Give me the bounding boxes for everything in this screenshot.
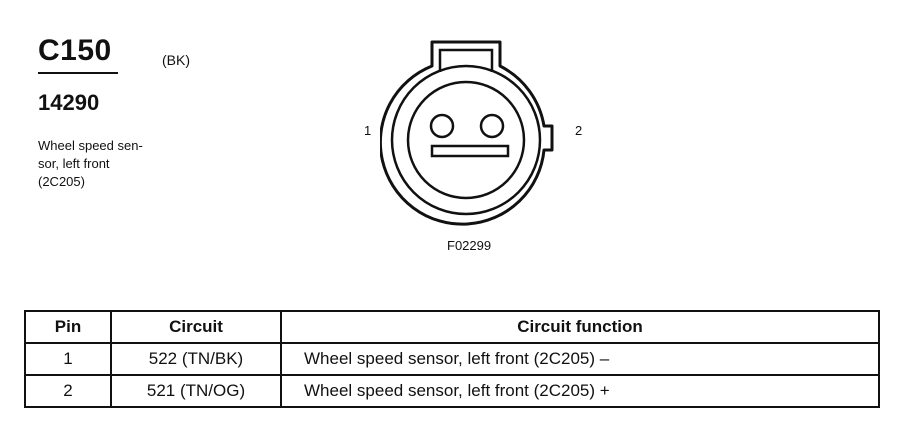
- pin-label-2: 2: [575, 123, 583, 138]
- header-circuit: Circuit: [110, 310, 282, 344]
- keying-slot: [430, 144, 510, 158]
- connector-id-underline: [38, 72, 118, 74]
- connector-outer-outline: [380, 40, 554, 226]
- cell-circuit: 522 (TN/BK): [110, 342, 282, 376]
- connector-id: C150: [38, 34, 112, 67]
- pin-cavity-2: [479, 113, 505, 139]
- description-line: (2C205): [38, 174, 85, 189]
- connector-inner-ring: [390, 64, 542, 216]
- header-pin: Pin: [24, 310, 112, 344]
- table-row: 2 521 (TN/OG) Wheel speed sensor, left f…: [24, 374, 880, 408]
- connector-description: Wheel speed sen- sor, left front (2C205): [38, 137, 188, 191]
- table-row: 1 522 (TN/BK) Wheel speed sensor, left f…: [24, 342, 880, 376]
- header-circuit-function: Circuit function: [280, 310, 880, 344]
- cell-circuit-function: Wheel speed sensor, left front (2C205) +: [280, 374, 880, 408]
- table-header-row: Pin Circuit Circuit function: [24, 310, 880, 344]
- connector-face: [406, 80, 526, 200]
- cell-pin: 2: [24, 374, 112, 408]
- connector-face-diagram: [380, 40, 554, 226]
- part-number: 14290: [38, 90, 100, 115]
- pin-circuit-table: Pin Circuit Circuit function 1 522 (TN/B…: [24, 310, 880, 408]
- description-line: sor, left front: [38, 156, 110, 171]
- cell-circuit: 521 (TN/OG): [110, 374, 282, 408]
- connector-tab-inner-outline: [438, 48, 494, 72]
- pin-label-1: 1: [364, 123, 372, 138]
- figure-id: F02299: [447, 238, 492, 253]
- connector-color: (BK): [162, 52, 190, 68]
- description-line: Wheel speed sen-: [38, 138, 143, 153]
- pin-cavity-1: [429, 113, 455, 139]
- cell-pin: 1: [24, 342, 112, 376]
- cell-circuit-function: Wheel speed sensor, left front (2C205) –: [280, 342, 880, 376]
